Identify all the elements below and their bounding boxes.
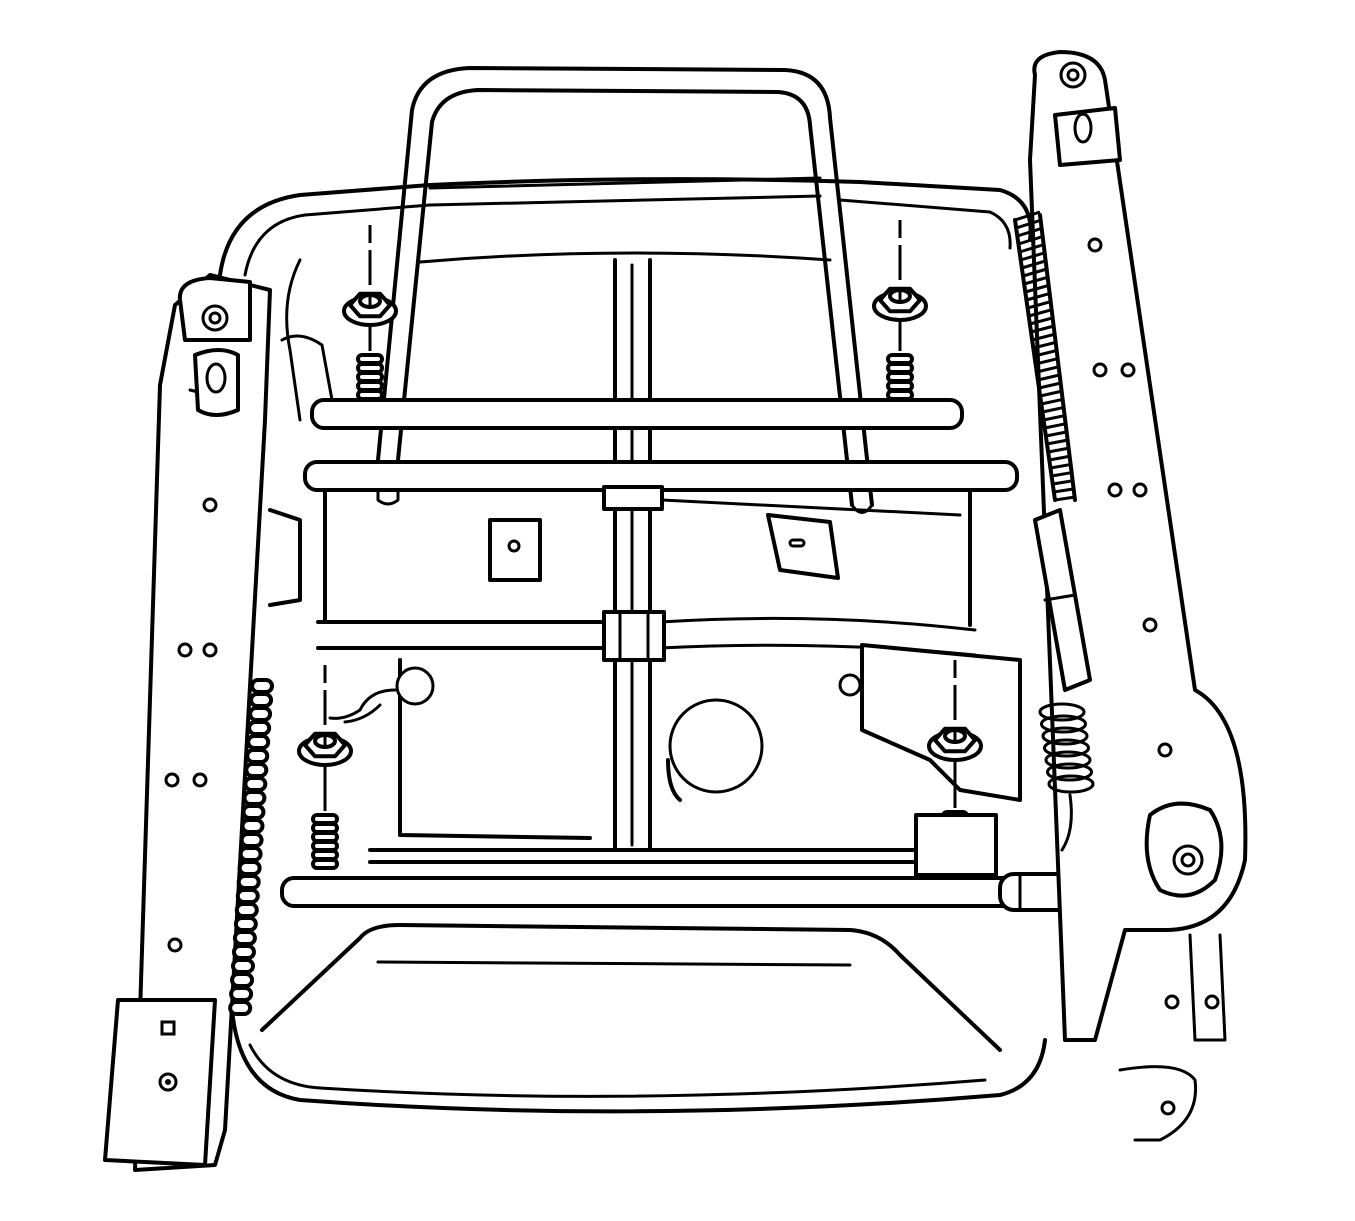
- right-actuator-housing: [1033, 508, 1092, 692]
- left-seat-track: [103, 273, 272, 1172]
- left-inner-bracket: [268, 258, 334, 607]
- front-cross-tube: [280, 848, 1134, 912]
- left-adjuster-rack: [228, 678, 274, 1016]
- seat-pan-plate: [323, 488, 972, 627]
- rear-cross-bars: [418, 176, 832, 264]
- rear-left-stud: [297, 665, 353, 870]
- right-seat-track: [1028, 50, 1248, 1142]
- rear-right-bracket: [914, 813, 998, 877]
- middle-cross-member: [316, 610, 977, 662]
- front-bolster: [260, 923, 1002, 1052]
- upper-cross-tube: [303, 398, 1019, 511]
- right-lead-screw: [1013, 210, 1077, 502]
- headrest-tube-frame: [376, 66, 874, 514]
- front-right-stud: [872, 220, 928, 401]
- seat-cushion-outline: [218, 177, 1047, 1114]
- center-support-rod: [613, 258, 652, 850]
- right-coil-spring: [1038, 702, 1095, 852]
- lower-seat-plate: [328, 643, 1022, 840]
- front-left-stud: [342, 225, 398, 401]
